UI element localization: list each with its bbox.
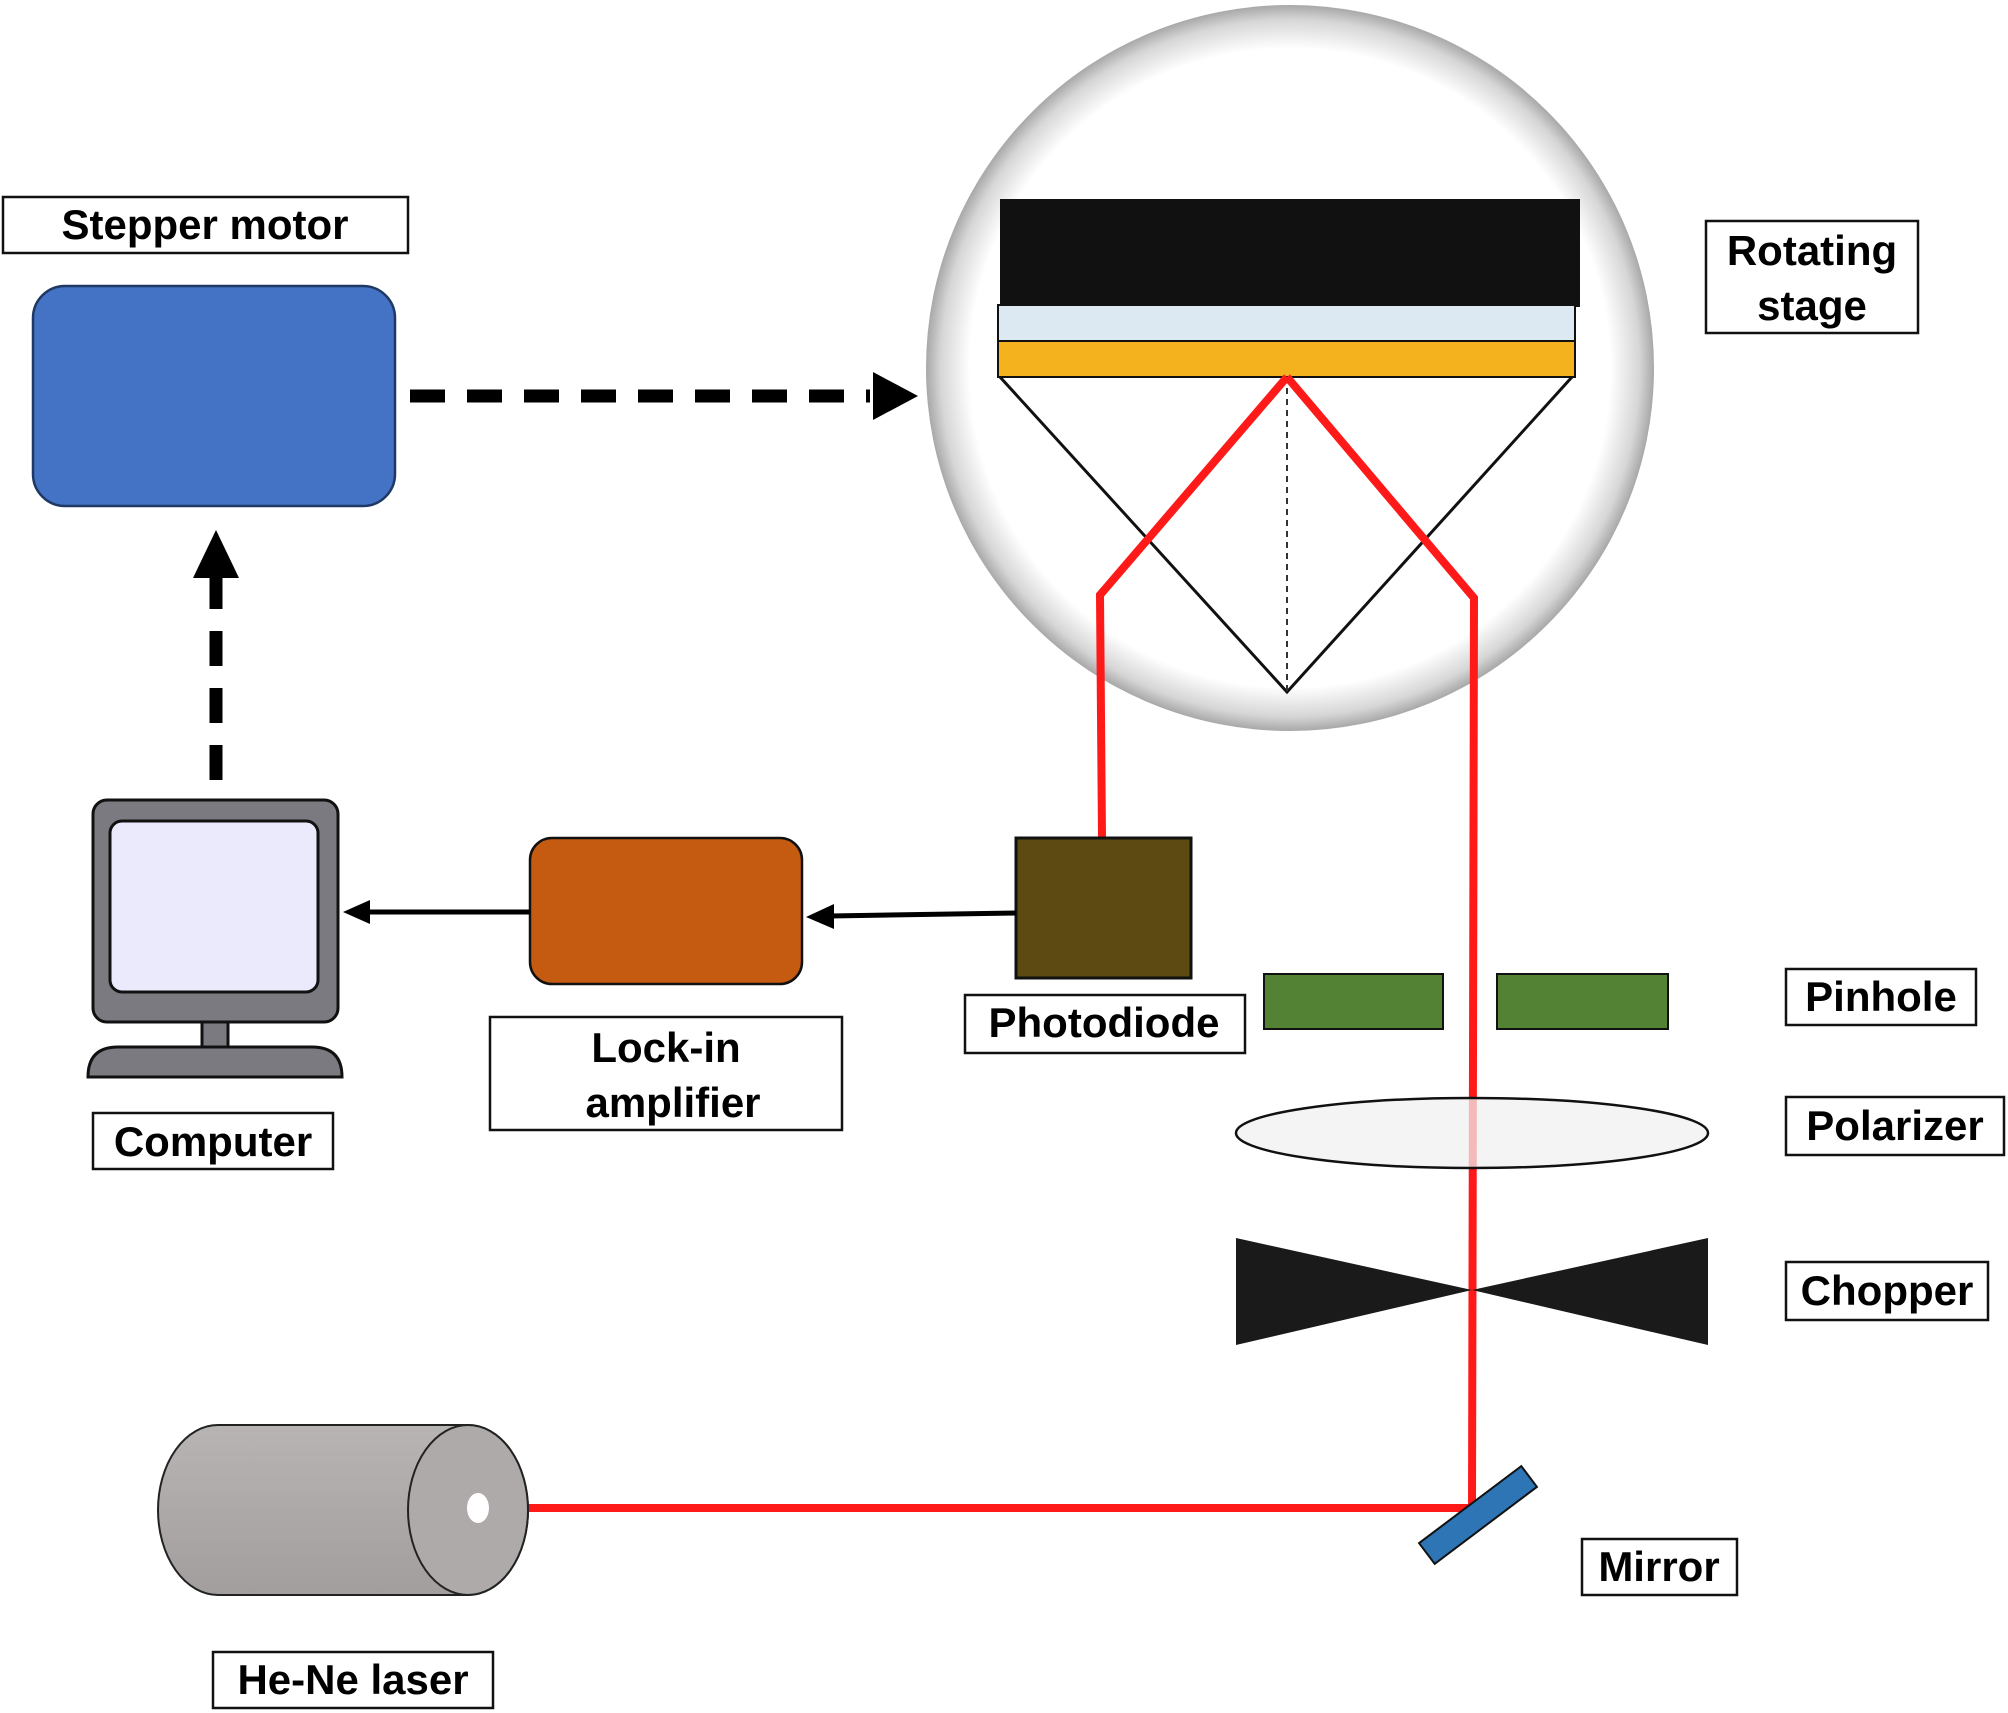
computer bbox=[86, 798, 344, 1079]
computer-to-motor-arrow bbox=[193, 530, 239, 780]
lock-in-amplifier bbox=[528, 836, 804, 986]
svg-text:stage: stage bbox=[1757, 282, 1867, 329]
laser-beam bbox=[475, 374, 1479, 1512]
photodiode bbox=[1014, 836, 1193, 980]
prism bbox=[998, 375, 1574, 695]
label-pinhole: Pinhole bbox=[1784, 967, 1978, 1027]
label-chopper: Chopper bbox=[1784, 1260, 1990, 1322]
mirror bbox=[1417, 1464, 1539, 1566]
label-mirror: Mirror bbox=[1580, 1537, 1739, 1597]
label-polarizer: Polarizer bbox=[1784, 1095, 2006, 1157]
monitor-screen bbox=[108, 819, 320, 994]
svg-text:Lock-in: Lock-in bbox=[591, 1024, 740, 1071]
svg-text:amplifier: amplifier bbox=[585, 1079, 760, 1126]
laser-aperture bbox=[467, 1493, 489, 1523]
svg-text:Rotating: Rotating bbox=[1727, 227, 1897, 274]
gold-film bbox=[997, 340, 1576, 378]
sample-block bbox=[1000, 199, 1580, 307]
svg-text:He-Ne laser: He-Ne laser bbox=[237, 1656, 468, 1703]
label-computer: Computer bbox=[91, 1111, 335, 1171]
beam-incident bbox=[475, 374, 1479, 1512]
label-he-ne-laser: He-Ne laser bbox=[211, 1650, 495, 1710]
svg-text:Polarizer: Polarizer bbox=[1806, 1102, 1983, 1149]
polarizer bbox=[1234, 1096, 1710, 1170]
svg-text:Chopper: Chopper bbox=[1801, 1267, 1974, 1314]
beam-reflected bbox=[1095, 374, 1291, 839]
lockin-to-computer-arrow bbox=[343, 900, 530, 924]
svg-text:Mirror: Mirror bbox=[1598, 1543, 1719, 1590]
photodiode-to-lockin-arrow bbox=[806, 904, 1017, 929]
glass-slide bbox=[997, 304, 1576, 342]
he-ne-laser bbox=[157, 1424, 529, 1596]
pinhole bbox=[1263, 973, 1669, 1030]
label-stepper-motor: Stepper motor bbox=[1, 195, 410, 255]
svg-text:Computer: Computer bbox=[114, 1118, 312, 1165]
rotating-stage-circle bbox=[926, 5, 1654, 731]
motor-to-stage-arrow bbox=[410, 372, 918, 420]
label-lock-in-amplifier: Lock-in amplifier bbox=[488, 1015, 844, 1132]
chopper bbox=[1236, 1238, 1708, 1345]
svg-text:Photodiode: Photodiode bbox=[989, 999, 1220, 1046]
svg-text:Pinhole: Pinhole bbox=[1805, 973, 1957, 1020]
svg-text:Stepper motor: Stepper motor bbox=[61, 201, 348, 248]
label-rotating-stage: Rotating stage bbox=[1704, 219, 1920, 335]
label-photodiode: Photodiode bbox=[963, 993, 1247, 1055]
stepper-motor bbox=[31, 284, 397, 508]
